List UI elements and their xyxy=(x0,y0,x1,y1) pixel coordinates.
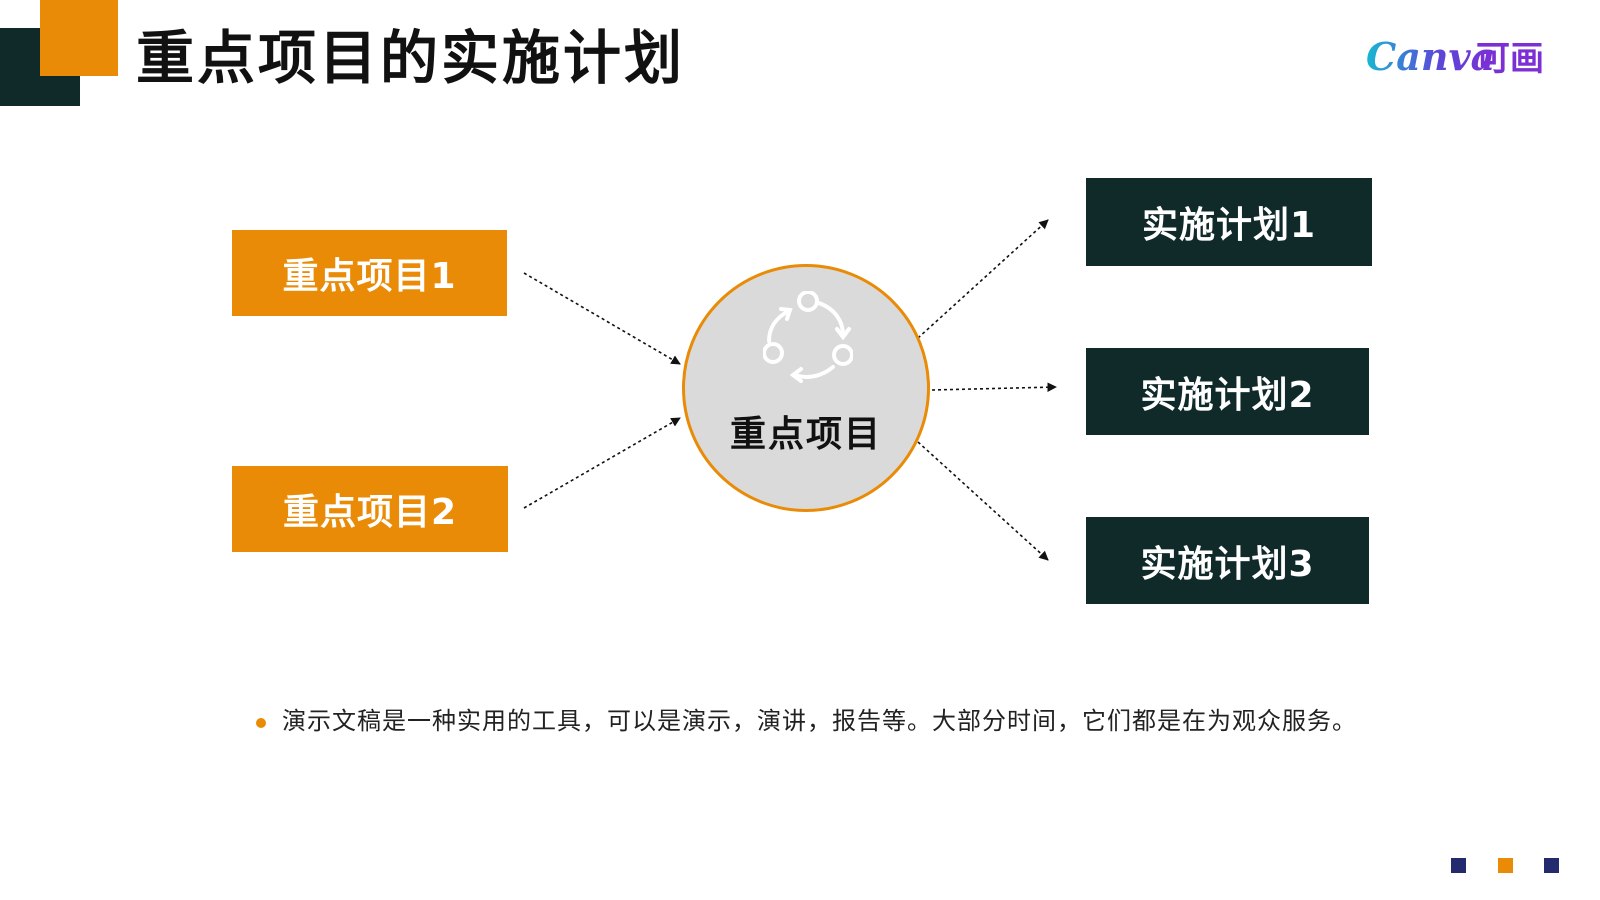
project-box-2: 重点项目2 xyxy=(232,466,508,552)
arrow-hub-to-plan1 xyxy=(917,219,1049,339)
bullet-text: 演示文稿是一种实用的工具，可以是演示，演讲，报告等。大部分时间，它们都是在为观众… xyxy=(282,707,1357,735)
decor-square-orange xyxy=(1498,858,1513,873)
canva-logo: Canva 可画 xyxy=(1366,34,1544,79)
hub-label: 重点项目 xyxy=(729,414,882,455)
plan-box-2: 实施计划2 xyxy=(1086,348,1369,435)
bullet-dot xyxy=(256,718,266,728)
svg-text:Canva: Canva xyxy=(1366,34,1495,79)
arrow-project2-to-hub xyxy=(523,417,681,509)
plan-label: 实施计划1 xyxy=(1141,205,1317,246)
decor-square-navy-1 xyxy=(1451,858,1466,873)
arrow-project1-to-hub xyxy=(523,272,681,365)
plan-box-1: 实施计划1 xyxy=(1086,178,1372,266)
project-label: 重点项目1 xyxy=(282,256,457,297)
arrow-hub-to-plan3 xyxy=(917,441,1049,561)
hub-circle: 重点项目 xyxy=(682,264,930,512)
decor-square-navy-2 xyxy=(1544,858,1559,873)
plan-label: 实施计划3 xyxy=(1140,543,1315,585)
plan-box-3: 实施计划3 xyxy=(1086,517,1369,604)
svg-text:可画: 可画 xyxy=(1476,39,1544,79)
page-title: 重点项目的实施计划 xyxy=(136,24,686,92)
project-box-1: 重点项目1 xyxy=(232,230,507,316)
corner-decoration-orange xyxy=(40,0,118,76)
cycle-icon xyxy=(763,291,853,383)
arrow-hub-to-plan2 xyxy=(931,382,1057,393)
plan-label: 实施计划2 xyxy=(1140,374,1315,416)
project-label: 重点项目2 xyxy=(282,492,458,533)
